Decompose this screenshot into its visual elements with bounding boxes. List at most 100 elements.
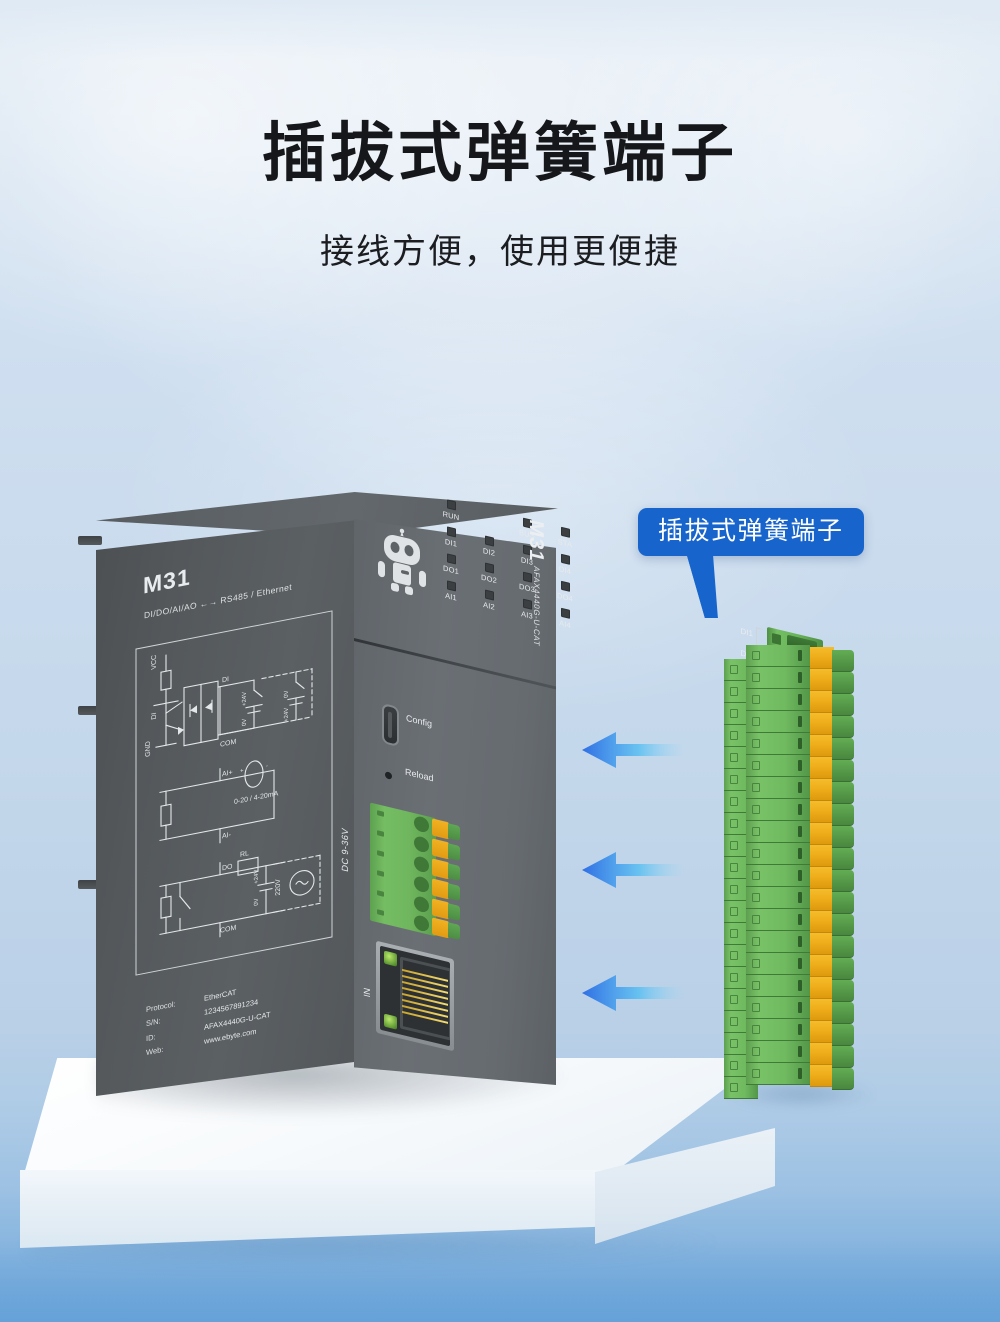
svg-text:VCC: VCC xyxy=(151,654,158,670)
led-label: AI2 xyxy=(483,600,495,612)
svg-text:COM: COM xyxy=(220,925,236,935)
spring-lever xyxy=(810,977,834,999)
page-subtitle: 接线方便，使用更便捷 xyxy=(320,233,680,272)
spring-lever xyxy=(810,669,834,691)
svg-text:+: + xyxy=(240,768,244,775)
led-dot-icon xyxy=(560,607,570,619)
din-rail-clip-bottom xyxy=(78,880,102,889)
terminal-strip-front xyxy=(746,645,810,1085)
led-dot-icon xyxy=(484,562,494,574)
callout-label: 插拔式弹簧端子 xyxy=(658,517,844,545)
led-label: AI4 xyxy=(559,618,571,631)
background-band-top xyxy=(0,0,1000,60)
spring-lever xyxy=(810,911,834,933)
svg-text:RL: RL xyxy=(240,850,249,859)
led-do4: DO4 xyxy=(553,579,577,605)
power-input-label: DC 9-36V xyxy=(340,826,350,873)
led-di1: DI1 xyxy=(439,524,463,550)
svg-text:GND: GND xyxy=(145,740,152,757)
spec-plate: Protocol: EtherCAT S/N: 1234567891234 ID… xyxy=(144,978,273,1062)
led-ai2: AI2 xyxy=(477,588,501,614)
spring-lever xyxy=(810,1065,834,1087)
spring-lever xyxy=(810,1021,834,1043)
led-dot-icon xyxy=(560,526,570,538)
spring-lever xyxy=(810,647,834,669)
callout-tail xyxy=(687,556,731,618)
device-brand-label: M31 xyxy=(143,563,191,599)
svg-text:0-20 / 4-20mA: 0-20 / 4-20mA xyxy=(234,790,279,806)
pointer-arrow-di xyxy=(578,729,686,771)
led-do2: DO2 xyxy=(477,561,501,587)
svg-text:0V: 0V xyxy=(254,898,260,906)
spring-lever xyxy=(810,845,834,867)
led-label: DO4 xyxy=(556,590,574,604)
callout-bubble: 插拔式弹簧端子 xyxy=(638,508,864,618)
led-sta: STA xyxy=(553,525,577,551)
config-port-label: Config xyxy=(406,712,433,730)
model-name: M31 xyxy=(525,517,547,565)
pluggable-spring-terminal-blocks xyxy=(724,645,884,1099)
led-label: RUN xyxy=(442,509,460,523)
led-label: AI1 xyxy=(445,590,457,603)
svg-text:COM: COM xyxy=(220,739,236,749)
ethernet-port-label: IN xyxy=(362,986,372,999)
led-label: STA xyxy=(557,536,573,550)
spring-lever xyxy=(810,735,834,757)
led-do1: DO1 xyxy=(439,551,463,577)
power-connector[interactable] xyxy=(370,802,466,943)
terminal-cap-column xyxy=(832,650,854,1090)
spring-lever xyxy=(810,691,834,713)
led-label: DI4 xyxy=(558,564,572,577)
spring-lever-column[interactable] xyxy=(810,647,834,1087)
rj45-ethernet-port-icon[interactable] xyxy=(376,940,454,1052)
led-dot-icon xyxy=(446,526,456,538)
led-label: DO1 xyxy=(442,563,460,577)
led-label: DI2 xyxy=(482,545,496,558)
pointer-arrow-do xyxy=(578,972,686,1014)
spring-lever xyxy=(810,801,834,823)
led-dot-icon xyxy=(446,580,456,592)
spring-lever xyxy=(810,955,834,977)
spring-lever xyxy=(810,889,834,911)
svg-text:DI: DI xyxy=(151,712,158,720)
rj45-act-led xyxy=(384,1013,397,1030)
rj45-link-led xyxy=(384,950,397,967)
din-rail-clip-top xyxy=(78,536,102,545)
device-front-contents: RUN BUS STA xyxy=(340,498,823,1085)
spring-lever xyxy=(810,779,834,801)
svg-text:0V: 0V xyxy=(242,718,248,726)
svg-text:-: - xyxy=(266,763,268,769)
spring-lever xyxy=(810,999,834,1021)
svg-text:0V: 0V xyxy=(284,690,290,698)
reload-button[interactable] xyxy=(385,771,392,780)
usb-c-port-icon[interactable] xyxy=(382,702,399,748)
led-ai4: AI4 xyxy=(553,606,577,632)
spring-lever xyxy=(810,867,834,889)
device-left-face: M31 DI/DO/AI/AO ←→ RS485 / Ethernet VCC … xyxy=(96,520,358,1096)
led-ai1: AI1 xyxy=(439,578,463,604)
svg-text:+24V: +24V xyxy=(242,691,248,706)
svg-text:AI-: AI- xyxy=(222,832,232,841)
svg-text:220V: 220V xyxy=(275,878,282,896)
wiring-diagram: VCC DI GND xyxy=(134,609,334,978)
led-dot-icon xyxy=(560,580,570,592)
headline-block: 插拔式弹簧端子 接线方便，使用更便捷 xyxy=(0,118,1000,273)
led-di4: DI4 xyxy=(553,552,577,578)
led-dot-icon xyxy=(560,553,570,565)
page-title: 插拔式弹簧端子 xyxy=(262,117,738,189)
pointer-arrow-ai xyxy=(578,849,686,891)
front-panel-divider xyxy=(354,638,556,690)
svg-text:DO: DO xyxy=(222,863,233,872)
led-indicator-grid: RUN BUS STA xyxy=(439,497,577,638)
svg-text:DI: DI xyxy=(222,676,229,684)
spring-lever xyxy=(810,1043,834,1065)
led-dot-icon xyxy=(446,499,456,511)
spring-lever xyxy=(810,823,834,845)
led-label: DI1 xyxy=(444,536,458,549)
svg-text:+24V: +24V xyxy=(254,869,260,884)
spring-lever xyxy=(810,757,834,779)
led-dot-icon xyxy=(484,535,494,547)
led-label: DO2 xyxy=(480,572,498,586)
spring-lever xyxy=(810,713,834,735)
